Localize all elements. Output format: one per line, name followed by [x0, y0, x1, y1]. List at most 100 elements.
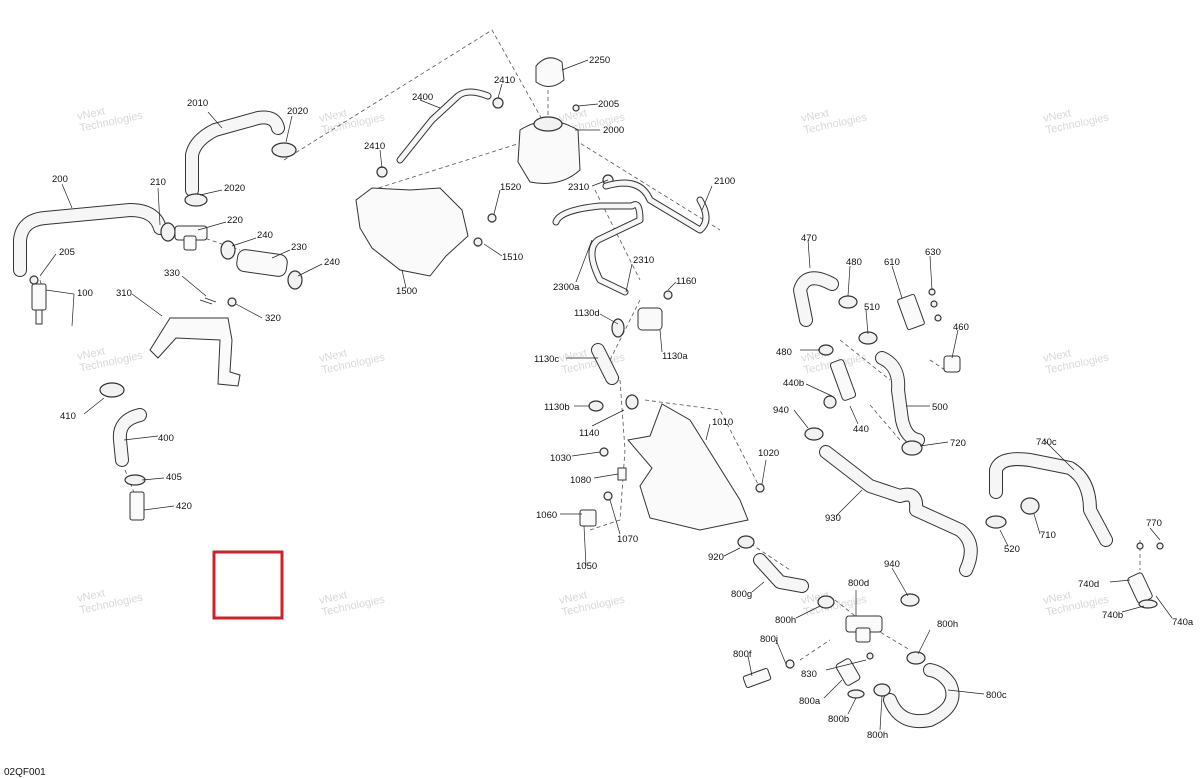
- screw-770b: [1156, 542, 1164, 550]
- clamp-1140: [625, 394, 639, 410]
- part-number-440[interactable]: 440: [853, 424, 869, 435]
- part-number-400[interactable]: 400: [158, 433, 174, 444]
- part-number-770[interactable]: 770: [1146, 518, 1162, 529]
- part-number-240[interactable]: 240: [257, 230, 273, 241]
- watermark: vNext: [1042, 347, 1072, 365]
- part-number-740d[interactable]: 740d: [1078, 579, 1099, 590]
- part-number-520[interactable]: 520: [1004, 544, 1020, 555]
- part-number-940[interactable]: 940: [884, 559, 900, 570]
- bolt-1080: [617, 467, 627, 481]
- screw-770a: [1136, 542, 1144, 550]
- part-number-205[interactable]: 205: [59, 247, 75, 258]
- part-number-500[interactable]: 500: [932, 402, 948, 413]
- part-number-2410[interactable]: 2410: [494, 75, 515, 86]
- bracket-310: [149, 317, 241, 387]
- part-number-200[interactable]: 200: [52, 174, 68, 185]
- part-number-2410[interactable]: 2410: [364, 141, 385, 152]
- part-number-2300a[interactable]: 2300a: [553, 282, 580, 293]
- hose-200: [13, 203, 167, 277]
- part-number-330[interactable]: 330: [164, 268, 180, 279]
- part-number-230[interactable]: 230: [291, 242, 307, 253]
- part-number-1080[interactable]: 1080: [570, 475, 591, 486]
- part-number-1520[interactable]: 1520: [500, 182, 521, 193]
- part-number-480[interactable]: 480: [776, 347, 792, 358]
- part-number-2010[interactable]: 2010: [187, 98, 208, 109]
- part-number-310[interactable]: 310: [116, 288, 132, 299]
- part-number-800b[interactable]: 800b: [828, 714, 849, 725]
- part-number-610[interactable]: 610: [884, 257, 900, 268]
- part-number-2000[interactable]: 2000: [603, 125, 624, 136]
- watermark: vNext: [800, 107, 830, 125]
- highlight-box[interactable]: [212, 550, 284, 620]
- part-number-740a[interactable]: 740a: [1172, 617, 1194, 628]
- part-number-510[interactable]: 510: [864, 302, 880, 313]
- part-number-480[interactable]: 480: [846, 257, 862, 268]
- part-number-630[interactable]: 630: [925, 247, 941, 258]
- part-number-2310[interactable]: 2310: [633, 255, 654, 266]
- part-number-740b[interactable]: 740b: [1102, 610, 1123, 621]
- part-number-940[interactable]: 940: [773, 405, 789, 416]
- part-number-720[interactable]: 720: [950, 438, 966, 449]
- clamp-940: [804, 427, 824, 441]
- part-number-1030[interactable]: 1030: [550, 453, 571, 464]
- part-number-800c[interactable]: 800c: [986, 690, 1007, 701]
- part-number-2310[interactable]: 2310: [568, 182, 589, 193]
- part-number-320[interactable]: 320: [265, 313, 281, 324]
- part-number-800g[interactable]: 800g: [731, 589, 752, 600]
- sensor-800f: [742, 667, 772, 689]
- part-number-440b[interactable]: 440b: [783, 378, 804, 389]
- part-number-2100[interactable]: 2100: [714, 176, 735, 187]
- part-number-1500[interactable]: 1500: [396, 286, 417, 297]
- part-number-220[interactable]: 220: [227, 215, 243, 226]
- part-number-800h[interactable]: 800h: [867, 730, 888, 741]
- clamp-240b: [287, 270, 303, 290]
- part-number-470[interactable]: 470: [801, 233, 817, 244]
- clamp-410: [99, 382, 125, 398]
- part-number-800h[interactable]: 800h: [937, 619, 958, 630]
- clamp-2020-top: [271, 142, 297, 158]
- watermark: vNext: [76, 587, 106, 605]
- part-labels: 2250 2410 2400 2005 2000 2010 2020 2410 …: [52, 55, 1194, 741]
- part-number-830[interactable]: 830: [801, 669, 817, 680]
- part-number-740c[interactable]: 740c: [1036, 437, 1057, 448]
- clip-1060: [579, 509, 597, 527]
- part-number-710[interactable]: 710: [1040, 530, 1056, 541]
- part-number-1140[interactable]: 1140: [579, 428, 599, 439]
- part-number-1130c[interactable]: 1130c: [534, 354, 559, 365]
- clamp-240: [220, 240, 236, 260]
- part-number-420[interactable]: 420: [176, 501, 192, 512]
- part-number-1130d[interactable]: 1130d: [574, 308, 600, 319]
- part-number-1050[interactable]: 1050: [576, 561, 597, 572]
- part-number-410[interactable]: 410: [60, 411, 76, 422]
- part-number-1060[interactable]: 1060: [536, 510, 557, 521]
- part-number-800j[interactable]: 800j: [760, 634, 778, 645]
- part-number-800a[interactable]: 800a: [799, 696, 821, 707]
- oring-440b: [823, 395, 837, 409]
- part-number-2250[interactable]: 2250: [589, 55, 610, 66]
- part-number-1160[interactable]: 1160: [676, 276, 696, 287]
- part-number-920[interactable]: 920: [708, 552, 724, 563]
- part-number-1020[interactable]: 1020: [758, 448, 779, 459]
- part-number-800d[interactable]: 800d: [848, 578, 869, 589]
- part-number-100[interactable]: 100: [77, 288, 93, 299]
- part-number-240[interactable]: 240: [324, 257, 340, 268]
- part-number-930[interactable]: 930: [825, 513, 841, 524]
- part-number-210[interactable]: 210: [150, 177, 166, 188]
- part-number-1130b[interactable]: 1130b: [544, 402, 570, 413]
- part-number-2020[interactable]: 2020: [224, 183, 245, 194]
- part-number-1130a[interactable]: 1130a: [662, 351, 688, 362]
- part-number-2400[interactable]: 2400: [412, 92, 433, 103]
- washer-800j: [785, 659, 795, 669]
- part-number-2005[interactable]: 2005: [598, 99, 619, 110]
- part-number-1070[interactable]: 1070: [617, 534, 638, 545]
- part-number-1510[interactable]: 1510: [502, 252, 523, 263]
- part-number-800f[interactable]: 800f: [733, 649, 752, 660]
- part-number-405[interactable]: 405: [166, 472, 182, 483]
- part-number-1010[interactable]: 1010: [712, 417, 733, 428]
- part-number-2020[interactable]: 2020: [287, 106, 308, 117]
- part-number-460[interactable]: 460: [953, 322, 969, 333]
- part-number-800h[interactable]: 800h: [775, 615, 796, 626]
- fitting-800a: [835, 658, 861, 686]
- clamp-800h-bottom: [873, 683, 891, 697]
